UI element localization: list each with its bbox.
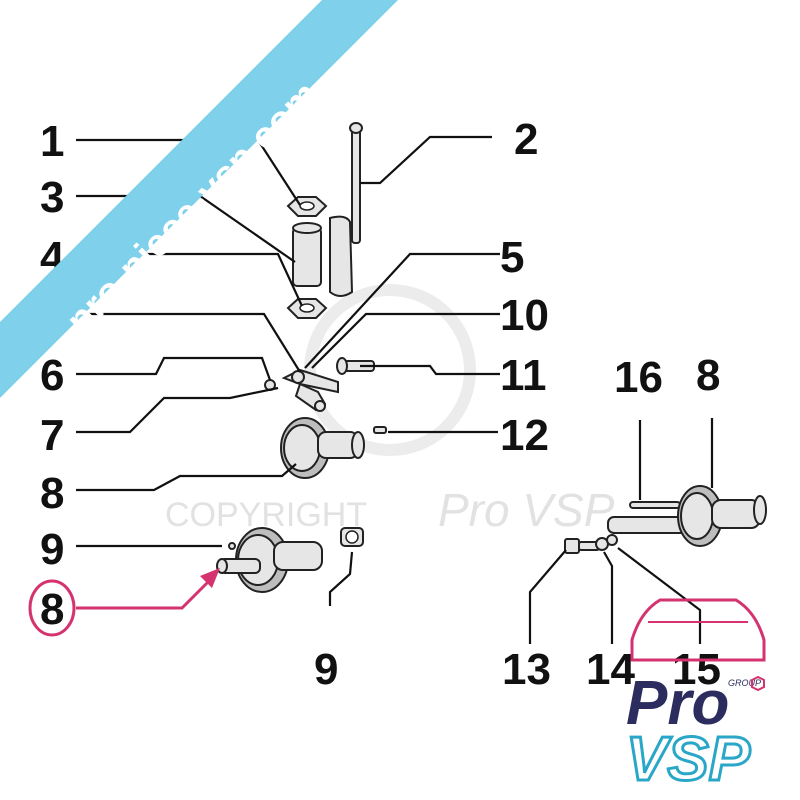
bushing xyxy=(340,527,364,547)
callout-12: 12 xyxy=(500,411,549,460)
highlight-arrow-line xyxy=(76,576,214,610)
logo-hex xyxy=(751,675,765,692)
logo-tag: GROUP xyxy=(728,678,761,688)
watermark-brand: Pro VSP xyxy=(438,484,615,536)
callout-9-left: 9 xyxy=(40,525,64,574)
callout-8-right: 8 xyxy=(696,351,720,400)
camshaft-right xyxy=(607,485,767,547)
callout-2: 2 xyxy=(514,115,538,164)
highlight-ring xyxy=(28,579,76,637)
nut-top xyxy=(286,196,328,217)
callout-13: 13 xyxy=(502,645,551,694)
logo-pro: Pro xyxy=(626,669,729,738)
callout-7: 7 xyxy=(40,411,64,460)
callout-5-right: 5 xyxy=(500,233,524,282)
left-assembly xyxy=(216,122,387,593)
bolt-right xyxy=(564,538,600,554)
nut-bottom xyxy=(286,298,328,319)
logo-vsp: VSP xyxy=(626,725,751,794)
callout-numbers: 1 2 3 4 5 5 10 6 11 7 12 8 9 8 9 16 8 13… xyxy=(40,115,721,694)
car-outline xyxy=(630,598,766,662)
callout-1: 1 xyxy=(40,117,64,166)
callout-10: 10 xyxy=(500,291,549,340)
banner-text: pro-piece-vsp.com xyxy=(59,74,328,343)
callout-15: 15 xyxy=(672,645,721,694)
banner-ribbon xyxy=(0,0,398,398)
callout-16: 16 xyxy=(614,353,663,402)
callout-3: 3 xyxy=(40,173,64,222)
rubber-boot xyxy=(329,215,354,297)
guide-tube xyxy=(292,222,322,287)
highlight-arrow-head xyxy=(200,568,220,588)
key-rod xyxy=(629,501,681,509)
callout-8-highlight: 8 xyxy=(40,585,64,634)
callout-9-bottom: 9 xyxy=(314,645,338,694)
rocker-arms xyxy=(281,368,339,412)
pin xyxy=(373,426,387,434)
callout-8-left: 8 xyxy=(40,469,64,518)
brand-logo: GROUP Pro VSP xyxy=(625,598,766,796)
camshaft-upper xyxy=(280,417,365,479)
highlight-callout xyxy=(28,568,220,637)
rocker-bolt xyxy=(336,357,375,375)
right-assembly xyxy=(564,485,767,554)
leader-lines xyxy=(76,135,714,644)
washer-right-b xyxy=(606,534,618,546)
push-rod xyxy=(349,122,363,244)
camshaft-lower xyxy=(216,527,323,593)
callout-6: 6 xyxy=(40,351,64,400)
callout-11: 11 xyxy=(500,351,547,400)
callout-14: 14 xyxy=(586,645,635,694)
